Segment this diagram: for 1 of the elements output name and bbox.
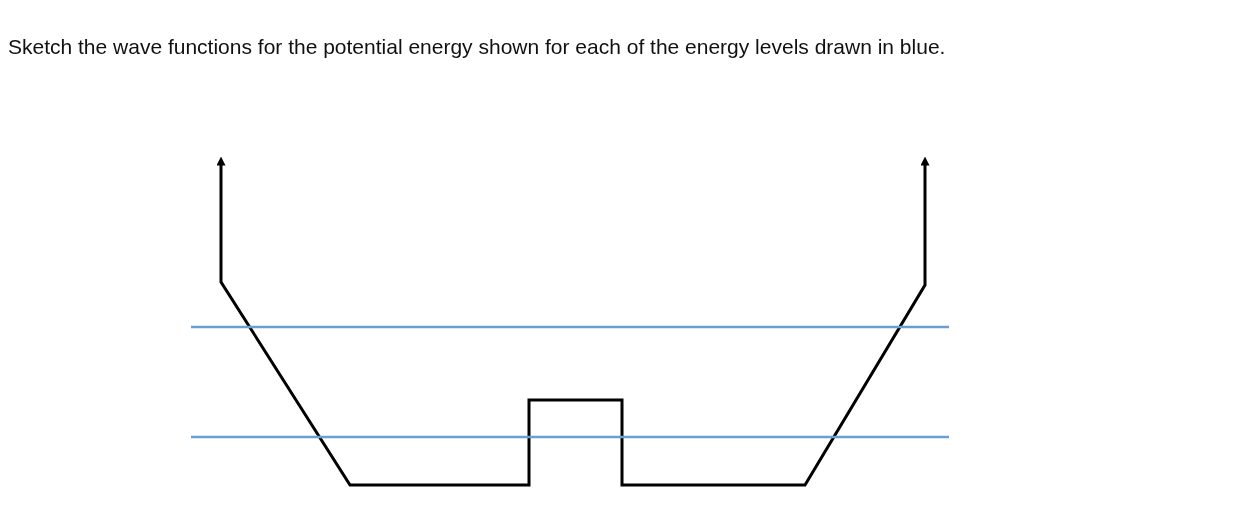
question-text: Sketch the wave functions for the potential energy shown for each of the energy levels drawn in blue. xyxy=(8,34,947,60)
